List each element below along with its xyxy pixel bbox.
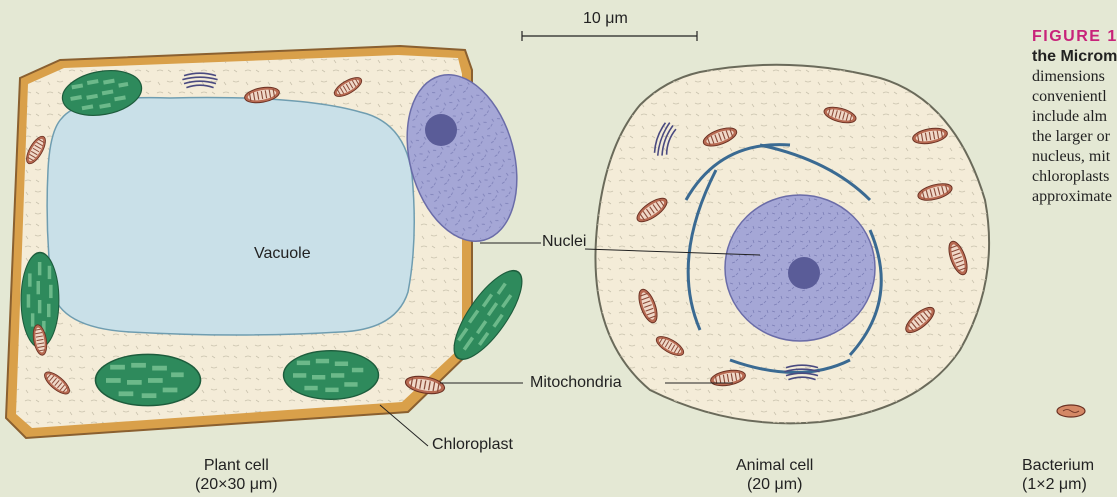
- scale-bar: [522, 31, 697, 41]
- figure-caption-line: convenientl: [1032, 88, 1107, 106]
- nuclei-label: Nuclei: [542, 233, 586, 251]
- plant-nucleolus: [425, 114, 457, 146]
- figure-bold-line: the Microm: [1032, 48, 1117, 66]
- vacuole: [47, 98, 414, 335]
- animal-cell-name: Animal cell: [736, 456, 813, 475]
- figure-caption-line: include alm: [1032, 108, 1107, 126]
- figure-caption-line: chloroplasts: [1032, 168, 1109, 186]
- chloroplast: [96, 354, 201, 405]
- bacterium-size: (1×2 μm): [1022, 475, 1094, 494]
- animal-nucleolus: [788, 257, 820, 289]
- figure-title: FIGURE 1: [1032, 28, 1117, 46]
- figure-caption-line: the larger or: [1032, 128, 1110, 146]
- scale-bar-label: 10 μm: [583, 10, 628, 28]
- chloroplast: [284, 351, 379, 400]
- vacuole-label: Vacuole: [254, 245, 311, 263]
- bacterium-caption: Bacterium (1×2 μm): [1022, 456, 1094, 494]
- figure-caption-line: approximate: [1032, 188, 1112, 206]
- animal-cell-caption: Animal cell (20 μm): [736, 456, 813, 494]
- bacterium: [1057, 405, 1085, 417]
- animal-cell: [595, 65, 989, 424]
- plant-cell: [6, 46, 534, 438]
- figure-caption-line: dimensions: [1032, 68, 1105, 86]
- animal-cell-size: (20 μm): [736, 475, 813, 494]
- figure-caption-line: nucleus, mit: [1032, 148, 1110, 166]
- plant-cell-size: (20×30 μm): [195, 475, 278, 494]
- chloroplast-label: Chloroplast: [432, 436, 513, 454]
- plant-cell-name: Plant cell: [195, 456, 278, 475]
- plant-cell-caption: Plant cell (20×30 μm): [195, 456, 278, 494]
- bacterium-name: Bacterium: [1022, 456, 1094, 475]
- mitochondria-label: Mitochondria: [530, 374, 622, 392]
